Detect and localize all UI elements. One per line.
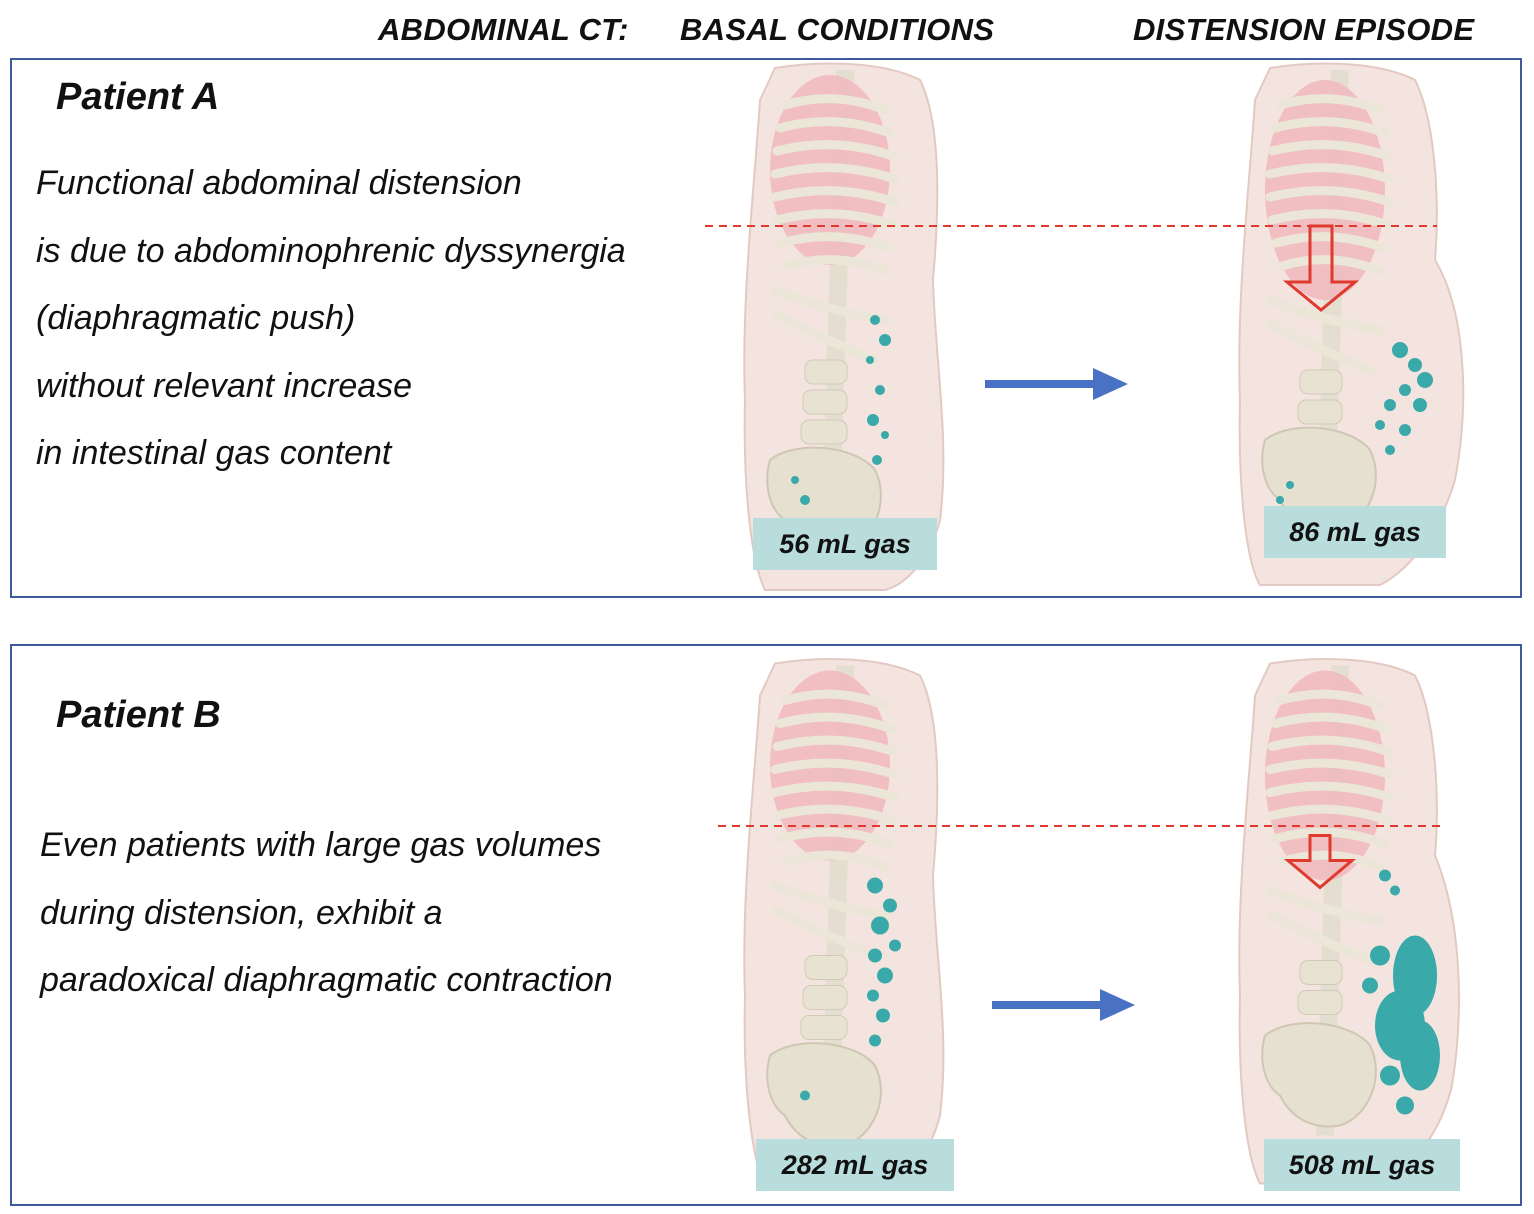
patient-b-line-3: paradoxical diaphragmatic contraction <box>40 961 613 999</box>
patient-b-description: Even patients with large gas volumes dur… <box>40 812 613 1015</box>
patient-a-distension-gas-label: 86 mL gas <box>1264 506 1446 558</box>
patient-b-transition-arrow <box>992 989 1135 1021</box>
patient-b-distension-ct-image <box>1238 658 1460 1185</box>
patient-a-line-5: in intestinal gas content <box>36 434 392 472</box>
ct-header-label: ABDOMINAL CT: <box>378 12 629 47</box>
patient-a-line-4: without relevant increase <box>36 366 413 405</box>
patient-a-description: Functional abdominal distension is due t… <box>36 150 626 488</box>
patient-a-basal-gas-pockets <box>791 315 891 505</box>
patient-b-basal-ct-image <box>735 648 955 1198</box>
patient-a-line-1: Functional abdominal distension <box>36 164 522 202</box>
patient-b-diaphragm-push-arrow <box>1283 834 1357 890</box>
distension-episode-header: DISTENSION EPISODE <box>1133 12 1475 47</box>
patient-b-diaphragm-level-line <box>718 825 1442 827</box>
patient-a-basal-ct-image <box>735 60 955 595</box>
patient-a-distension-gas-pockets <box>1276 342 1433 504</box>
patient-b-line-1: Even patients with large gas volumes <box>40 826 602 864</box>
patient-b-basal-gas-label: 282 mL gas <box>756 1139 954 1191</box>
patient-b-line-2: during distension, exhibit a <box>40 893 443 932</box>
patient-a-basal-gas-label: 56 mL gas <box>753 518 937 570</box>
patient-b-distension-gas-pockets <box>1362 869 1440 1115</box>
patient-a-distension-ct-image <box>1238 62 1465 586</box>
patient-a-line-2: is due to abdominophrenic dyssynergia <box>36 231 626 270</box>
patient-a-diaphragm-level-line <box>705 225 1437 227</box>
patient-b-title: Patient B <box>56 694 221 736</box>
patient-b-distension-gas-label: 508 mL gas <box>1264 1139 1460 1191</box>
patient-a-title: Patient A <box>56 76 220 118</box>
patient-a-diaphragm-push-arrow <box>1282 224 1360 312</box>
basal-conditions-header: BASAL CONDITIONS <box>680 12 995 47</box>
patient-a-line-3: (diaphragmatic push) <box>36 299 356 337</box>
patient-a-transition-arrow <box>985 368 1128 400</box>
patient-b-basal-gas-pockets <box>800 877 901 1101</box>
